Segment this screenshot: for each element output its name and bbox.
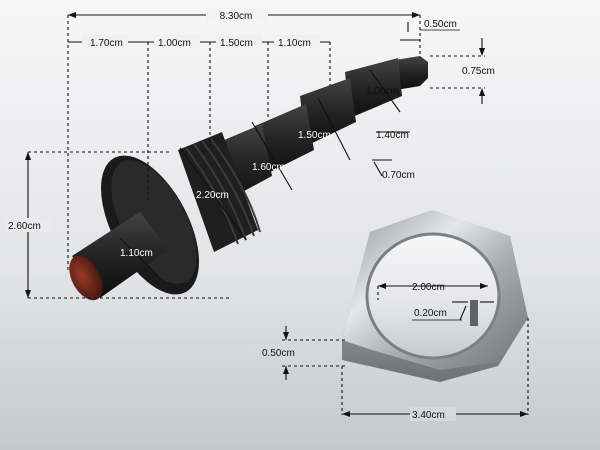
- step2-diameter-label: 1.50cm: [298, 130, 331, 141]
- igniter-body: [69, 56, 428, 301]
- red-tip: [69, 255, 103, 301]
- thread-diameter-label: 2.20cm: [196, 190, 229, 201]
- total-length-label: 8.30cm: [220, 11, 253, 22]
- seg4-label: 1.10cm: [278, 38, 311, 49]
- seg3-label: 1.50cm: [220, 38, 253, 49]
- tip-length-label: 0.50cm: [424, 19, 457, 30]
- nut-across-flats-label: 3.40cm: [412, 410, 445, 421]
- flange-diameter-label: 2.60cm: [8, 221, 41, 232]
- nut-inner-label: 2.00cm: [412, 282, 445, 293]
- step2-length-label: 1.40cm: [376, 130, 409, 141]
- seg2-label: 1.00cm: [158, 38, 191, 49]
- nut-thickness-label: 0.50cm: [262, 348, 295, 359]
- hex-nut: [342, 210, 528, 382]
- button-diameter-label: 1.10cm: [120, 248, 153, 259]
- nut-slot-label: 0.20cm: [414, 308, 447, 319]
- seg1-label: 1.70cm: [90, 38, 123, 49]
- step3-diameter-label: 1.60cm: [252, 162, 285, 173]
- step3-length-label: 0.70cm: [382, 170, 415, 181]
- tip-diameter-label: 0.75cm: [462, 66, 495, 77]
- dimension-labels: 8.30cm 1.70cm 1.00cm 1.50cm 1.10cm 0.50c…: [6, 8, 495, 421]
- step1-diameter-label: 1.00cm: [366, 86, 399, 97]
